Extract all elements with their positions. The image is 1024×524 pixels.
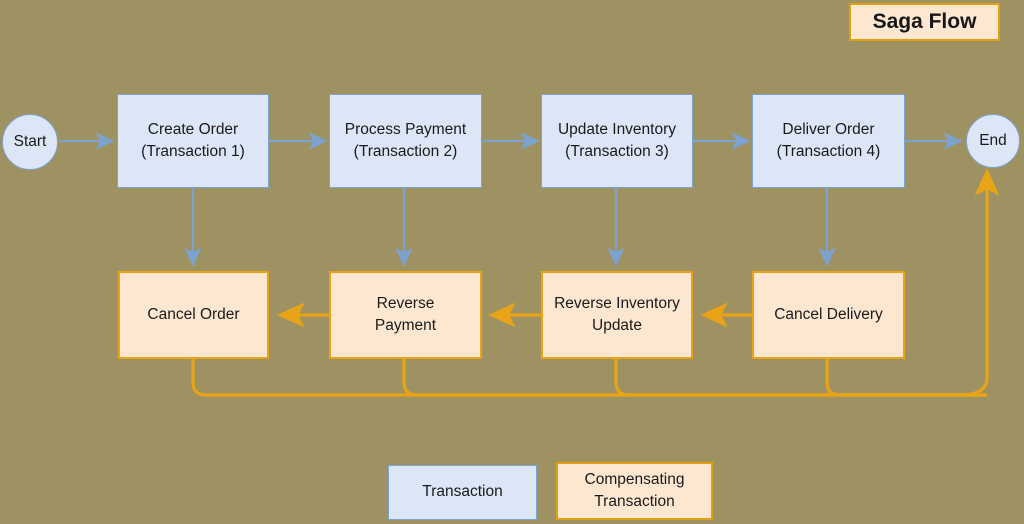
node-start-label: Start (13, 132, 47, 150)
legend-compensating-label-line2: Transaction (594, 493, 675, 510)
node-process-payment-line1: Process Payment (344, 120, 467, 138)
legend-compensating-transaction: Compensating Transaction (556, 462, 713, 520)
node-cancel-delivery[interactable]: Cancel Delivery (752, 271, 905, 359)
node-end-label: End (979, 131, 1007, 149)
node-create-order-line2: (Transaction 1) (141, 143, 245, 160)
return-path-reverse-inventory (614, 358, 987, 397)
node-process-payment[interactable]: Process Payment (Transaction 2) (329, 94, 482, 188)
diagram-title: Saga Flow (849, 3, 1000, 41)
return-path-cancel-order (191, 358, 987, 397)
node-deliver-order[interactable]: Deliver Order (Transaction 4) (752, 94, 905, 188)
node-start[interactable]: Start (2, 114, 58, 170)
node-end[interactable]: End (966, 114, 1020, 168)
return-path-reverse-payment (402, 358, 987, 397)
node-cancel-order-line1: Cancel Order (147, 305, 240, 323)
node-reverse-inventory-line2: Update (592, 317, 642, 334)
node-update-inventory[interactable]: Update Inventory (Transaction 3) (541, 94, 693, 188)
node-cancel-delivery-line1: Cancel Delivery (774, 305, 883, 323)
node-deliver-order-line2: (Transaction 4) (776, 143, 881, 160)
node-process-payment-line2: (Transaction 2) (353, 143, 458, 160)
node-create-order-line1: Create Order (147, 120, 239, 138)
node-cancel-order[interactable]: Cancel Order (118, 271, 269, 359)
node-reverse-payment-line1: Reverse (376, 294, 435, 312)
legend-transaction-label: Transaction (422, 483, 503, 501)
node-reverse-inventory-line1: Reverse Inventory (554, 294, 680, 312)
node-reverse-inventory-update[interactable]: Reverse Inventory Update (541, 271, 693, 359)
legend-compensating-label-line1: Compensating (584, 470, 685, 488)
legend-transaction: Transaction (388, 465, 537, 520)
node-reverse-payment-line2: Payment (374, 317, 437, 334)
return-path-cancel-delivery (825, 358, 987, 397)
node-reverse-payment[interactable]: Reverse Payment (329, 271, 482, 359)
node-deliver-order-line1: Deliver Order (782, 120, 875, 138)
node-update-inventory-line1: Update Inventory (557, 120, 677, 138)
node-update-inventory-line2: (Transaction 3) (565, 143, 669, 160)
node-create-order[interactable]: Create Order (Transaction 1) (117, 94, 269, 188)
return-path-to-end (959, 168, 1000, 397)
